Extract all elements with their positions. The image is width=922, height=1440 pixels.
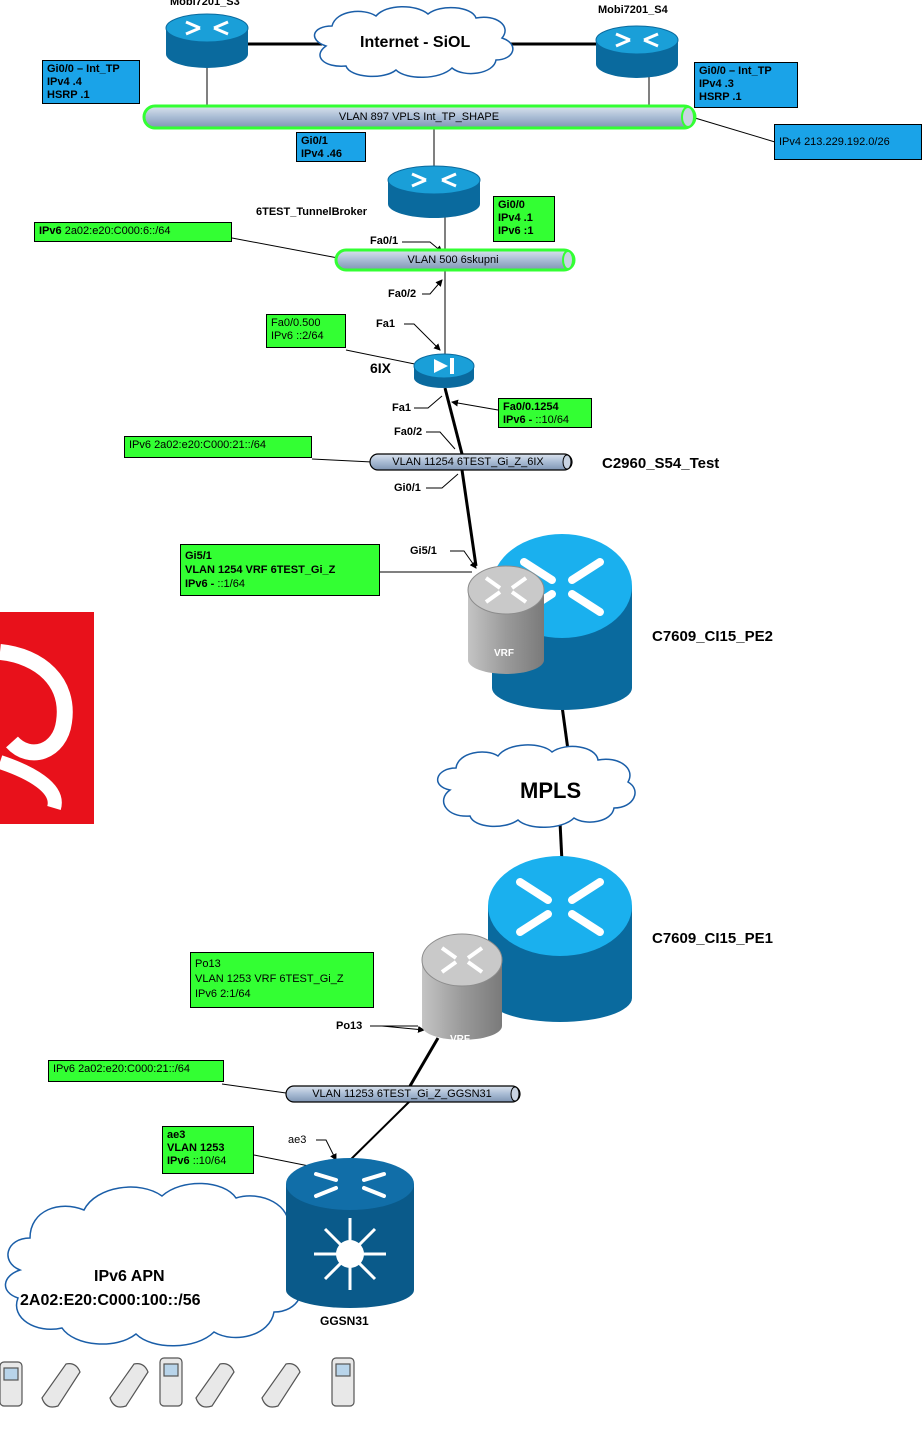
vlan-897-label: VLAN 897 VPLS Int_TP_SHAPE xyxy=(338,111,500,123)
port-fa02-v500: Fa0/2 xyxy=(388,288,417,300)
pe2-name: C7609_CI15_PE2 xyxy=(652,628,773,645)
pe1-po13-line: Po13 xyxy=(195,958,221,970)
phone-icon xyxy=(261,1363,301,1408)
v500-ipv6-key: IPv6 xyxy=(39,225,62,237)
pe1-po13-box: Po13 VLAN 1253 VRF 6TEST_Gi_Z IPv6 2:1/6… xyxy=(190,952,374,1008)
ix-fa0500-line: Fa0/0.500 xyxy=(271,317,321,329)
pe2-gi51-box: Gi5/1 VLAN 1254 VRF 6TEST_Gi_Z IPv6 - ::… xyxy=(180,544,380,596)
ggsn-ae3-line: IPv6 xyxy=(167,1155,190,1167)
tb-gi01-line: Gi0/1 xyxy=(301,135,328,147)
pe2-gi51-line: IPv6 - xyxy=(185,578,215,590)
tb-gi00-line: Gi0/0 xyxy=(498,199,525,211)
port-ae3: ae3 xyxy=(288,1134,307,1146)
brand-logo xyxy=(0,612,94,824)
mpls-cloud-label: MPLS xyxy=(520,778,582,803)
ix-fa01254-box: Fa0/0.1254 IPv6 - ::10/64 xyxy=(498,398,592,428)
ix-fa01254-line: IPv6 - xyxy=(503,414,533,426)
pe2-gi51-line: Gi5/1 xyxy=(185,550,212,562)
vlan-11254-label: VLAN 11254 6TEST_Gi_Z_6IX xyxy=(392,456,544,468)
ggsn-ae3-box: ae3 VLAN 1253 IPv6 ::10/64 xyxy=(162,1126,254,1174)
tunnelbroker-name: 6TEST_TunnelBroker xyxy=(256,206,368,218)
vlan-500-label: VLAN 500 6skupni xyxy=(407,254,499,266)
phone-icon xyxy=(331,1357,355,1407)
vlan-500-pipe xyxy=(334,248,576,272)
vlan-897-pipe xyxy=(142,104,697,130)
ggsn-icon xyxy=(286,1158,414,1308)
internet-cloud xyxy=(313,6,514,78)
port-fa02-switch: Fa0/2 xyxy=(394,426,423,438)
ix-name: 6IX xyxy=(370,360,392,376)
ggsn-ae3-line: ae3 xyxy=(167,1129,186,1141)
v500-ipv6-value: 2a02:e20:C000:6::/64 xyxy=(61,225,171,237)
logo-mark xyxy=(0,644,73,811)
port-po13: Po13 xyxy=(336,1020,363,1032)
ipv4-network-box: IPv4 213.229.192.0/26 xyxy=(774,124,922,160)
vlan-11254-pipe xyxy=(369,453,573,471)
ggsn-name: GGSN31 xyxy=(320,1314,369,1328)
pe1-po13-line: VLAN 1253 VRF 6TEST_Gi_Z xyxy=(195,973,344,985)
v11254-ipv6-box: IPv6 2a02:e20:C000:21::/64 xyxy=(124,436,312,458)
phone-icon xyxy=(41,1363,81,1408)
apn-prefix: 2A02:E20:C000:100::/56 xyxy=(20,1292,201,1309)
phone-icon xyxy=(159,1357,183,1407)
v11253-ipv6-box: IPv6 2a02:e20:C000:21::/64 xyxy=(48,1060,224,1082)
pe1-po13-line: IPv6 2:1/64 xyxy=(195,988,251,1000)
pe1-router-icon xyxy=(488,856,632,1022)
ix-device-icon xyxy=(413,353,475,388)
s4-interface-box: Gi0/0 – Int_TP IPv4 .3 HSRP .1 xyxy=(694,62,798,108)
internet-cloud-label: Internet - SiOL xyxy=(360,34,471,51)
s4-box-line: Gi0/0 – Int_TP xyxy=(699,65,772,77)
port-gi01-switch: Gi0/1 xyxy=(394,482,421,494)
ix-fa01254-line: ::10/64 xyxy=(532,414,570,426)
vlan-11253-pipe xyxy=(285,1085,521,1103)
s4-name: Mobi7201_S4 xyxy=(598,4,668,16)
ggsn-ae3-line: VLAN 1253 xyxy=(167,1142,225,1154)
vrf-label-pe2: VRF xyxy=(494,648,514,659)
apn-title: IPv6 APN xyxy=(94,1268,165,1285)
router-icon-tunnelbroker xyxy=(387,165,481,218)
port-fa1-ix-bottom: Fa1 xyxy=(392,402,411,414)
port-gi51: Gi5/1 xyxy=(410,545,437,557)
router-icon-s3 xyxy=(165,13,249,68)
ggsn-ae3-line: ::10/64 xyxy=(189,1155,227,1167)
pe1-vrf-icon xyxy=(421,933,503,1040)
switch-name: C2960_S54_Test xyxy=(602,455,720,472)
mobile-phones xyxy=(0,1357,355,1408)
tb-gi01-line: IPv4 .46 xyxy=(301,148,342,160)
pe2-gi51-line: VLAN 1254 VRF 6TEST_Gi_Z xyxy=(185,564,336,576)
s3-box-line: Gi0/0 – Int_TP xyxy=(47,63,120,75)
vlan-11253-label: VLAN 11253 6TEST_Gi_Z_GGSN31 xyxy=(312,1088,492,1100)
vrf-label-pe1: VRF xyxy=(450,1034,470,1045)
s3-box-line: IPv4 .4 xyxy=(47,76,82,88)
tb-gi00-line: IPv4 .1 xyxy=(498,212,533,224)
pe2-gi51-line: ::1/64 xyxy=(217,578,245,590)
port-fa1-ix-top: Fa1 xyxy=(376,318,395,330)
ix-fa01254-line: Fa0/0.1254 xyxy=(503,401,559,413)
pe2-vrf-icon xyxy=(467,565,545,674)
router-icon-s4 xyxy=(595,25,679,78)
pe1-name: C7609_CI15_PE1 xyxy=(652,930,773,947)
tb-gi01-box: Gi0/1 IPv4 .46 xyxy=(296,132,366,162)
mpls-cloud xyxy=(437,744,636,828)
ix-fa0500-line: IPv6 ::2/64 xyxy=(271,330,324,342)
phone-icon xyxy=(195,1363,235,1408)
apn-cloud xyxy=(4,1182,308,1347)
s4-box-line: HSRP .1 xyxy=(699,91,742,103)
s3-box-line: HSRP .1 xyxy=(47,89,90,101)
phone-icon xyxy=(109,1363,149,1408)
tb-gi00-box: Gi0/0 IPv4 .1 IPv6 :1 xyxy=(493,196,555,242)
port-fa01-tb: Fa0/1 xyxy=(370,235,399,247)
s3-name: Mobi7201_S3 xyxy=(170,0,240,8)
s3-interface-box: Gi0/0 – Int_TP IPv4 .4 HSRP .1 xyxy=(42,60,140,104)
v500-ipv6-box: IPv6 2a02:e20:C000:6::/64 xyxy=(34,222,232,242)
s4-box-line: IPv4 .3 xyxy=(699,78,734,90)
ix-fa0500-box: Fa0/0.500 IPv6 ::2/64 xyxy=(266,314,346,348)
phone-icon xyxy=(0,1361,23,1407)
tb-gi00-line: IPv6 :1 xyxy=(498,225,534,237)
